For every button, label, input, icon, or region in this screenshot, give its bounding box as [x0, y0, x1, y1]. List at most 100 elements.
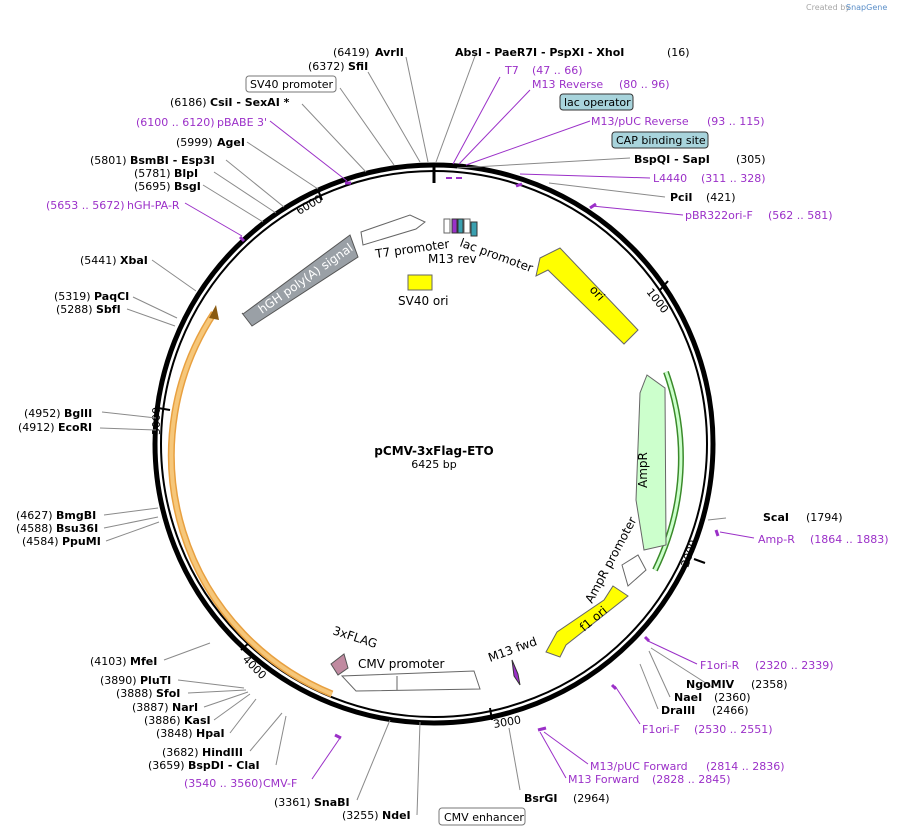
site-sfii: SfiI — [348, 60, 368, 73]
site-naei-pos: (2360) — [714, 691, 751, 704]
amprpromoter-feature — [621, 554, 647, 587]
primer-f1orif-name: F1ori-F — [642, 723, 680, 736]
lac-element-1 — [443, 218, 451, 234]
site-bglii-pos: (4952) — [24, 407, 61, 420]
primer-f1orif-range: (2530 .. 2551) — [694, 723, 773, 736]
primer-m13f-name: M13 Forward — [568, 773, 639, 786]
primer-connectors — [184, 76, 755, 780]
enzyme-connectors — [99, 55, 727, 816]
site-absi-group: AbsI - PaeR7I - PspXI - XhoI — [455, 46, 624, 59]
lac-element-4 — [463, 218, 471, 234]
ori-feature — [535, 247, 639, 345]
primer-m13f-range: (2828 .. 2845) — [652, 773, 731, 786]
site-snabi-pos: (3361) — [274, 796, 311, 809]
site-sfii-pos: (6372) — [308, 60, 345, 73]
primer-hghpa-range: (5653 .. 5672) — [46, 199, 125, 212]
tick-3000: 3000 — [492, 713, 522, 731]
sv40promoter-box — [245, 75, 337, 93]
tick-marks — [157, 189, 706, 721]
site-sfoi-pos: (3888) — [116, 687, 153, 700]
eto-orf-arc — [169, 311, 333, 696]
site-ppumi-pos: (4584) — [22, 535, 59, 548]
tick-2000: 2000 — [679, 538, 701, 569]
sv40promoter-label: SV40 promoter — [250, 78, 334, 91]
site-hpai: HpaI — [196, 727, 225, 740]
site-ppumi: PpuMI — [62, 535, 101, 548]
site-bsu36i: Bsu36I — [56, 522, 98, 535]
site-pcii-pos: (421) — [706, 191, 736, 204]
primer-t7-range: (47 .. 66) — [532, 64, 583, 77]
site-ndei-pos: (3255) — [342, 809, 379, 822]
primer-cmvf-range: (3540 .. 3560) — [184, 777, 263, 790]
primer-hghpa-name: hGH-PA-R — [127, 199, 180, 212]
lac-element-3 — [457, 218, 464, 234]
site-csii: CsiI - SexAI * — [210, 96, 290, 109]
site-ecori-pos: (4912) — [18, 421, 55, 434]
lacoperator-box — [559, 93, 634, 111]
lac-element-2 — [451, 218, 458, 234]
site-paqci: PaqCI — [94, 290, 129, 303]
primer-f1orir-name: F1ori-R — [700, 659, 740, 672]
lac-element-5 — [470, 221, 478, 237]
t7promoter-feature — [360, 214, 426, 246]
site-bmgbi: BmgBI — [56, 509, 96, 522]
cmvpromoter-label: CMV promoter — [358, 657, 445, 671]
credit-text: Created by — [806, 3, 850, 12]
cmvenhancer-box — [438, 807, 526, 826]
cap-label: CAP binding site — [616, 134, 706, 147]
site-kasi-pos: (3886) — [144, 714, 181, 727]
site-blpi: BlpI — [174, 167, 198, 180]
primer-l4440-range: (311 .. 328) — [701, 172, 766, 185]
primer-ampr-range: (1864 .. 1883) — [810, 533, 889, 546]
primer-m13puc-range: (93 .. 115) — [707, 115, 765, 128]
site-scai-pos: (1794) — [806, 511, 843, 524]
site-bsgi-pos: (5695) — [134, 180, 171, 193]
site-naei: NaeI — [674, 691, 702, 704]
primer-m13pucf-range: (2814 .. 2836) — [706, 760, 785, 773]
site-paqci-pos: (5319) — [54, 290, 91, 303]
site-pluti-pos: (3890) — [100, 674, 137, 687]
primer-m13rev-range: (80 .. 96) — [619, 78, 670, 91]
primer-cmvf-name: CMV-F — [263, 777, 297, 790]
site-bspqi: BspQI - SapI — [634, 153, 710, 166]
site-draiii-pos: (2466) — [712, 704, 749, 717]
site-mfei: MfeI — [130, 655, 157, 668]
site-blpi-pos: (5781) — [134, 167, 171, 180]
cap-box — [611, 131, 709, 149]
site-avrii-pos: (6419) — [333, 46, 370, 59]
site-avrii: AvrII — [375, 46, 404, 59]
hgh-feature — [241, 234, 359, 327]
m13fwd-feature — [511, 659, 521, 686]
primer-pbabe-range: (6100 .. 6120) — [136, 116, 215, 129]
primer-l4440-name: L4440 — [653, 172, 687, 185]
site-pcii: PciI — [670, 191, 692, 204]
site-bmgbi-pos: (4627) — [16, 509, 53, 522]
tick-5000: 5000 — [150, 407, 163, 435]
site-bspqi-pos: (305) — [736, 153, 766, 166]
site-ngomiv-pos: (2358) — [751, 678, 788, 691]
f1ori-feature — [545, 585, 629, 658]
site-bspdi-pos: (3659) — [148, 759, 185, 772]
flag-feature — [330, 653, 349, 676]
site-pluti: PluTI — [140, 674, 171, 687]
site-scai: ScaI — [763, 511, 789, 524]
primer-f1orir-range: (2320 .. 2339) — [755, 659, 834, 672]
ampr-label: AmpR — [636, 452, 650, 488]
site-bspdi: BspDI - ClaI — [188, 759, 260, 772]
site-csii-pos: (6186) — [170, 96, 207, 109]
site-hindiii-pos: (3682) — [162, 746, 199, 759]
site-agei-pos: (5999) — [176, 136, 213, 149]
site-ndei: NdeI — [382, 809, 411, 822]
site-bsrgi: BsrGI — [524, 792, 557, 805]
sv40ori-feature — [407, 274, 433, 291]
primer-pbabe-name: pBABE 3' — [217, 116, 267, 129]
site-hpai-pos: (3848) — [156, 727, 193, 740]
orf-arrowhead — [209, 305, 219, 320]
site-nari-pos: (3887) — [132, 701, 169, 714]
plasmid-size: 6425 bp — [411, 458, 456, 471]
primer-m13pucf-name: M13/pUC Forward — [590, 760, 688, 773]
primer-ampr-name: Amp-R — [758, 533, 795, 546]
site-sbfi-pos: (5288) — [56, 303, 93, 316]
primer-t7-name: T7 — [504, 64, 519, 77]
